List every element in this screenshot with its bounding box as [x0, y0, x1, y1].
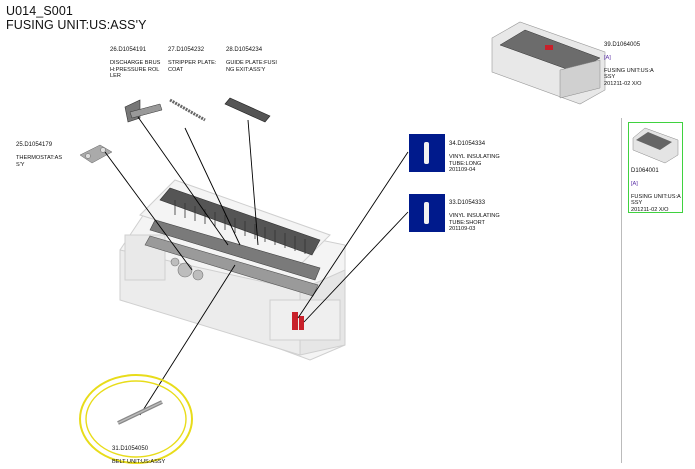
- part-label-31[interactable]: 31.D1054050 BELT UNIT:US:ASSY: [112, 446, 166, 466]
- discharge-brush-part: [124, 99, 163, 123]
- highlight-ring-inner: [85, 380, 187, 458]
- part-label-33[interactable]: 33.D1054333 VINYL INSULATING TUBE:SHORT …: [449, 200, 500, 233]
- tube-long-thumbnail[interactable]: [409, 134, 445, 172]
- assembly-label-39[interactable]: 39.D1064005 [A] FUSING UNIT:US:A SSY 201…: [604, 42, 654, 87]
- page-title: U014_S001 FUSING UNIT:US:ASS'Y: [6, 4, 147, 32]
- part-label-34[interactable]: 34.D1054334 VINYL INSULATING TUBE:LONG 2…: [449, 141, 500, 174]
- guide-plate-part: [224, 97, 271, 123]
- page-title-name: FUSING UNIT:US:ASS'Y: [6, 18, 147, 32]
- part-label-25[interactable]: 25.D1054179 THERMOSTAT:AS S'Y: [16, 142, 63, 168]
- gear-assembly: [170, 257, 204, 281]
- leader-lines: [104, 116, 409, 416]
- side-panel-divider: [621, 118, 622, 463]
- belt-unit-part: [117, 400, 163, 425]
- guide-plate-teeth: [174, 200, 306, 254]
- part-label-28[interactable]: 28.D1054234 GUIDE PLATE:FUSI NG EXIT:ASS…: [226, 47, 277, 73]
- assembly-thumbnail: [491, 21, 606, 105]
- stripper-plate-part: [169, 98, 206, 122]
- side-panel-thumbnail: [632, 127, 679, 164]
- page-title-code: U014_S001: [6, 4, 73, 18]
- red-tube-part: [292, 312, 298, 330]
- side-panel-selected-assembly[interactable]: [628, 122, 683, 213]
- tube-short-thumbnail[interactable]: [409, 194, 445, 232]
- thermostat-part: [79, 144, 113, 164]
- highlight-ring-outer: [79, 374, 193, 464]
- red-tube-part-2: [299, 316, 304, 330]
- part-label-26[interactable]: 26.D1054191 DISCHARGE BRUS H:PRESSURE RO…: [110, 47, 161, 80]
- part-label-27[interactable]: 27.D1054232 STRIPPER PLATE: COAT: [168, 47, 217, 73]
- side-panel-label: D1064001 [A] FUSING UNIT:US:A SSY 201211…: [631, 168, 681, 213]
